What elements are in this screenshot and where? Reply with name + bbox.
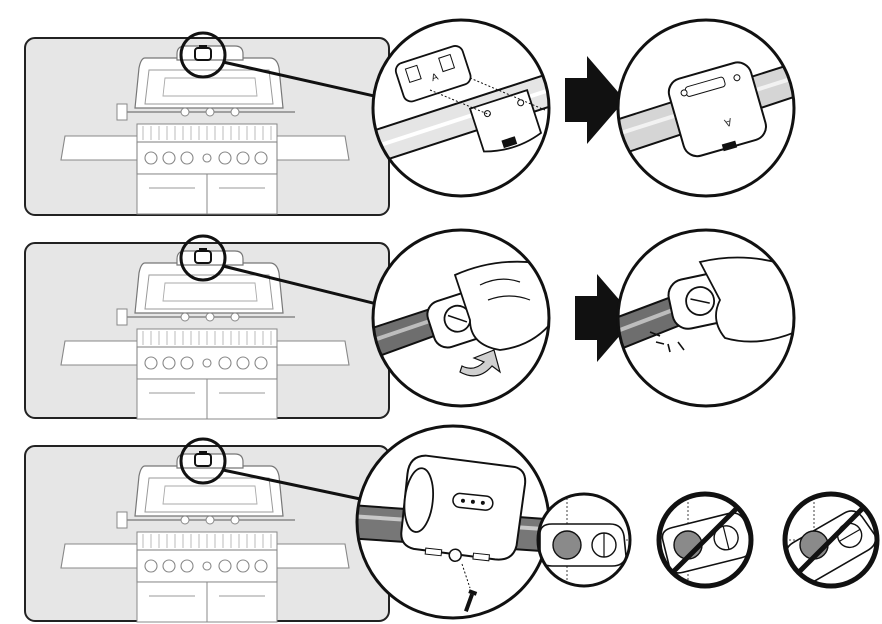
rotate-arrow-icon xyxy=(459,349,502,377)
hand-icon xyxy=(698,256,794,343)
no-symbol-icon xyxy=(656,491,754,589)
step-3-detail xyxy=(357,454,549,612)
screw-icon xyxy=(464,589,478,612)
step-2-row xyxy=(24,228,796,420)
step-2-result xyxy=(618,256,794,353)
orientation-correct xyxy=(538,494,630,586)
click-lines xyxy=(649,331,685,353)
step-1-result: A xyxy=(618,53,794,160)
step-1-detail: A xyxy=(373,45,549,167)
step-1-row: A A xyxy=(24,18,796,216)
svg-text:A: A xyxy=(430,72,440,85)
svg-text:A: A xyxy=(722,115,733,129)
arrow-right-icon xyxy=(565,56,625,144)
step-3-row xyxy=(24,424,880,623)
step-2-detail xyxy=(373,260,549,377)
no-symbol-icon xyxy=(782,491,880,589)
